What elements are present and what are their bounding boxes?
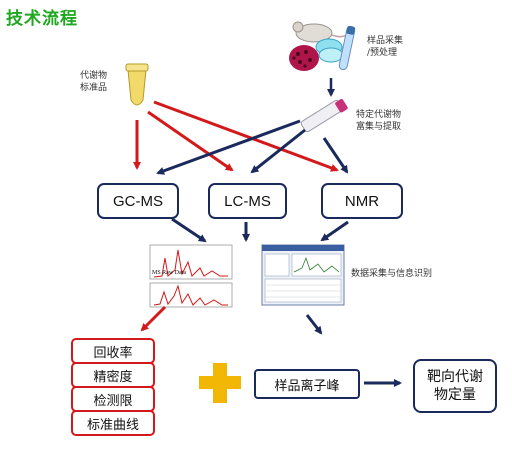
method-nmr: NMR [321, 183, 403, 219]
plus-icon [199, 363, 241, 403]
arrow-gcms-to-spectrum [171, 217, 207, 243]
qc-precision: 精密度 [71, 362, 155, 388]
extraction-tube-icon [300, 99, 348, 133]
note-sample-collection: 样品采集 /预处理 [367, 36, 404, 58]
arrow-data-to-peak [305, 314, 323, 335]
sample-ion-peak-box: 样品离子峰 [254, 369, 360, 399]
method-gcms: GC-MS [97, 183, 179, 219]
petri-dish-icon [315, 38, 344, 63]
target-label-line2: 物定量 [434, 387, 476, 403]
qc-standard-curve: 标准曲线 [71, 410, 155, 436]
page-title: 技术流程 [6, 9, 78, 29]
targeted-quantification-box: 靶向代谢 物定量 [413, 359, 497, 413]
tissue-icon [289, 45, 319, 71]
arrow-extract-to-nmr [322, 137, 349, 174]
qc-detection-limit: 检测限 [71, 386, 155, 412]
method-lcms: LC-MS [208, 183, 287, 219]
arrow-spectrum-to-qc [140, 305, 167, 332]
data-software-image [261, 244, 345, 306]
note-metabolite-standard: 代谢物 标准品 [80, 71, 108, 93]
arrow-standard-to-nmr [153, 100, 339, 172]
ms-spectrum-image [149, 244, 233, 308]
arrow-standard-to-lcms [147, 110, 234, 172]
note-data-acquisition: 数据采集与信息识别 [351, 269, 433, 279]
target-label-line1: 靶向代谢 [427, 369, 483, 385]
blood-tube-icon [338, 25, 356, 71]
spectrum-label: MS Raw Data [152, 270, 186, 276]
note-enrichment-extraction: 特定代谢物 富集与提取 [356, 110, 402, 132]
arrow-extract-to-gcms [156, 119, 301, 175]
arrow-extract-to-lcms [250, 128, 306, 174]
qc-recovery: 回收率 [71, 338, 155, 364]
arrow-nmr-to-data [320, 220, 349, 242]
mouse-icon [292, 21, 353, 43]
standard-vial-icon [125, 63, 149, 106]
